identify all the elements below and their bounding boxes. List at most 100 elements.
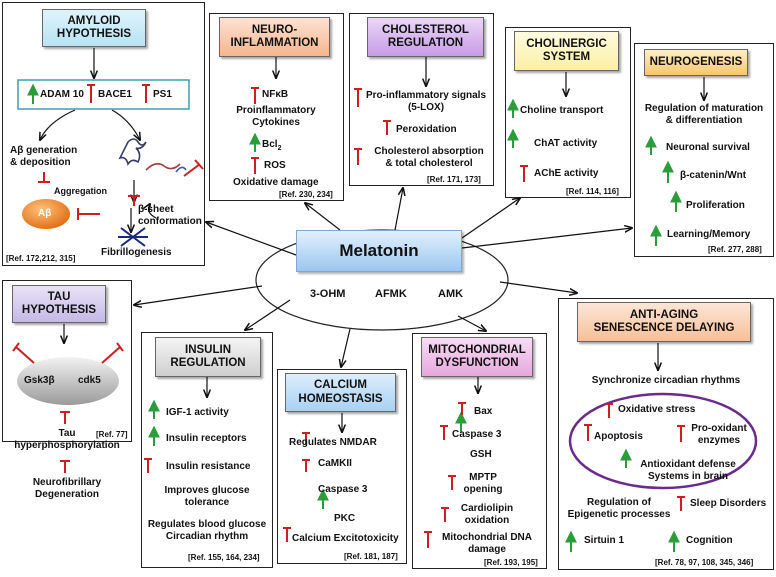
insulin-title-line2: REGULATION [170, 357, 246, 369]
maturation-line2: & differentiation [665, 115, 743, 126]
prooxidant-line2: enzymes [697, 435, 741, 446]
cholinergic-title-line2: SYSTEM [542, 51, 591, 63]
mito-dna-line2: damage [468, 544, 506, 555]
melatonin-box: Melatonin [296, 230, 462, 272]
amyloid-title-line2: HYPOTHESIS [56, 28, 132, 40]
proliferation-label: Proliferation [686, 200, 745, 211]
enzyme-box [17, 79, 190, 110]
absorption-line2: & total cholesterol [385, 158, 473, 169]
gsk3b-label: Gsk3β [24, 375, 55, 386]
beta-sheet-label: β-sheet conformation [138, 204, 202, 228]
cdk5-label: cdk5 [78, 375, 101, 386]
bcl2-text: Bcl [262, 139, 278, 150]
abeta-oval [22, 199, 70, 229]
ros-label: ROS [264, 160, 286, 171]
neurofibrillary-label: Neurofibrillary Degeneration [8, 477, 126, 501]
anti-aging-panel [558, 298, 774, 570]
bcl2-subscript: 2 [277, 145, 282, 152]
cytokines-label: Proinflammatory Cytokines [236, 105, 316, 129]
anti-aging-title-line2: SENESCENCE DELAYING [593, 322, 735, 334]
abeta-generation-line1: Aβ generation [10, 145, 78, 156]
cholesterol-title-line1: CHOLESTEROL [382, 23, 469, 36]
tau-hyper-label: Tau hyperphosphorylation [8, 428, 126, 452]
signals-line2: (5-LOX) [407, 102, 445, 113]
mptp-line2: opening [463, 484, 503, 495]
neuroinflammation-title: NEURO- INFLAMMATION [219, 17, 330, 57]
cytokines-line1: Proinflammatory [236, 105, 316, 116]
absorption-line1: Cholesterol absorption [374, 146, 484, 157]
kinase-ellipse [17, 357, 119, 405]
amyloid-title-line1: AMYLOID [67, 14, 121, 27]
metabolite-afmk: AFMK [375, 288, 407, 300]
cytokines-line2: Cytokines [252, 117, 300, 128]
tau-title-line1: TAU [47, 290, 71, 303]
fibrillogenesis-label: Fibrillogenesis [101, 247, 172, 258]
mptp-label: MPTP opening [458, 472, 508, 496]
maturation-label: Regulation of maturation & differentiati… [636, 103, 772, 127]
blood-glucose-line1: Regulates blood glucose [147, 519, 267, 530]
abeta-generation-line2: & deposition [10, 157, 71, 168]
center-arrows [134, 188, 632, 367]
bcl2-label: Bcl2 [262, 139, 281, 153]
proinflammatory-signals-label: Pro-inflammatory signals (5-LOX) [362, 90, 490, 114]
fibril-icon [118, 227, 148, 247]
cholesterol-ref: [Ref. 171, 173] [427, 175, 481, 184]
neuroinflammation-title-line1: NEURO- [251, 23, 298, 36]
enzyme-adam10: ADAM 10 [40, 89, 84, 100]
nfkb-label: NFκB [262, 89, 289, 100]
inhibition-symbols [12, 84, 685, 548]
prooxidant-label: Pro-oxidant enzymes [684, 423, 754, 447]
tau-hyper-line1: Tau [58, 428, 76, 439]
neuroinflammation-ref: [Ref. 230, 234] [279, 190, 333, 199]
glucose-tolerance-line2: tolerance [184, 497, 230, 508]
metabolite-3ohm: 3-OHM [310, 288, 346, 300]
pkc-label: PKC [334, 513, 356, 524]
tau-hyper-line2: hyperphosphorylation [14, 440, 120, 451]
anti-aging-title-line1: ANTI-AGING [629, 308, 699, 321]
enzyme-ps1: PS1 [153, 89, 172, 100]
cholinergic-ref: [Ref. 114, 116] [566, 187, 619, 196]
antioxidant-line1: Antioxidant defense [640, 459, 736, 470]
mitochondrial-title-line1: MITOCHONDRIAL [428, 343, 526, 356]
glucose-tolerance-label: Improves glucose tolerance [143, 485, 271, 509]
cognition-label: Cognition [686, 535, 733, 546]
blood-glucose-line2: Circadian rhythm [165, 531, 249, 542]
internal-arrows [40, 48, 704, 432]
aggregation-label: Aggregation [54, 186, 107, 196]
amyloid-ref: [Ref. 172,212, 315] [6, 254, 76, 263]
blood-glucose-label: Regulates blood glucose Circadian rhythm [143, 519, 271, 543]
calcium-title-line1: CALCIUM [313, 379, 368, 392]
anti-aging-ref: [Ref. 78, 97, 108, 345, 346] [655, 558, 754, 567]
nmdar-label: Regulates NMDAR [289, 437, 377, 448]
cardiolipin-line1: Cardiolipin [460, 503, 514, 514]
protein-structure-icon [118, 138, 187, 173]
calcium-title-line2: HOMEOSTASIS [298, 392, 383, 405]
neurogenesis-title-text: NEUROGENESIS [649, 55, 743, 68]
neuroinflammation-title-line2: INFLAMMATION [230, 37, 319, 49]
sirtuin-label: Sirtuin 1 [584, 535, 625, 546]
mitochondrial-title-line2: DYSFUNCTION [435, 357, 519, 369]
gsh-label: GSH [470, 449, 492, 460]
maturation-line1: Regulation of maturation [644, 103, 764, 114]
epigenetic-line2: Epigenetic processes [567, 509, 671, 520]
melatonin-label: Melatonin [339, 241, 419, 260]
insulin-ref: [Ref. 155, 164, 234] [188, 553, 260, 562]
beta-catenin-label: β-catenin/Wnt [680, 170, 747, 181]
ache-activity-label: AChE activity [534, 168, 599, 179]
neurogenesis-ref: [Ref. 277, 288] [708, 245, 762, 254]
mitochondrial-ref: [Ref. 193, 195] [484, 558, 538, 567]
caspase3-calcium-label: Caspase 3 [318, 484, 368, 495]
calcium-title: CALCIUM HOMEOSTASIS [285, 373, 396, 412]
choline-transport-label: Choline transport [520, 105, 604, 116]
tau-title-line2: HYPOTHESIS [21, 304, 97, 316]
cholesterol-title: CHOLESTEROL REGULATION [367, 17, 484, 57]
epigenetic-label: Regulation of Epigenetic processes [560, 497, 678, 521]
mitochondrial-title: MITOCHONDRIAL DYSFUNCTION [421, 337, 533, 377]
calcium-excitotoxicity-label: Calcium Excitotoxicity [292, 533, 399, 544]
increase-arrows [27, 83, 682, 552]
neurofibrillary-line1: Neurofibrillary [32, 477, 102, 488]
mito-dna-label: Mitochondrial DNA damage [434, 532, 540, 556]
neurofibrillary-line2: Degeneration [35, 489, 99, 500]
insulin-resistance-label: Insulin resistance [166, 461, 251, 472]
antioxidant-label: Antioxidant defense Systems in brain [633, 459, 743, 483]
